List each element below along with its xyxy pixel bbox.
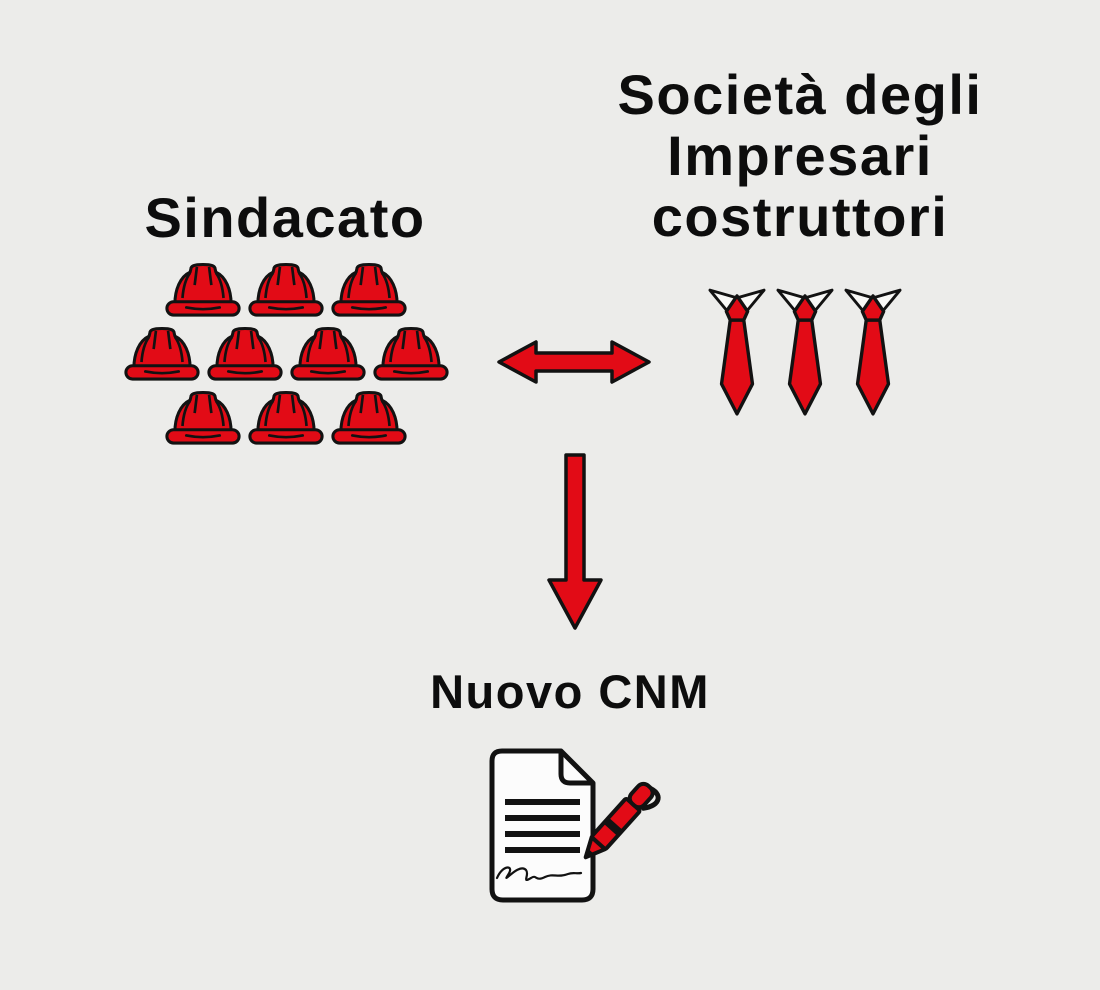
double-arrow-icon xyxy=(497,340,651,384)
down-arrow-icon xyxy=(547,453,603,630)
hat-row xyxy=(165,390,407,446)
hard-hat-icon xyxy=(165,263,241,317)
right-group-title-line: costruttori xyxy=(651,185,949,248)
hard-hat-icon xyxy=(331,391,407,445)
right-group-title-line: Impresari xyxy=(667,124,933,187)
hard-hat-icon xyxy=(248,263,324,317)
hard-hat-icon xyxy=(372,327,449,381)
hat-row xyxy=(165,262,407,318)
result-title: Nuovo CNM xyxy=(430,665,710,718)
hard-hat-icon xyxy=(165,391,241,445)
ties-group xyxy=(708,288,902,417)
hard-hat-icon xyxy=(331,263,407,317)
hard-hat-icon xyxy=(289,327,366,381)
hard-hats-group xyxy=(123,262,449,446)
signature-squiggle xyxy=(495,866,583,882)
hard-hat-icon xyxy=(206,327,283,381)
hard-hat-icon xyxy=(248,391,324,445)
signed-document-icon xyxy=(489,748,661,903)
left-group-title: Sindacato xyxy=(144,186,426,249)
hat-row xyxy=(123,326,449,382)
right-group-title: Società degli Impresari costruttori xyxy=(590,64,1010,247)
right-group-title-line: Società degli xyxy=(617,63,983,126)
tie-icon xyxy=(844,288,902,416)
tie-icon xyxy=(708,288,766,416)
hard-hat-icon xyxy=(123,327,200,381)
tie-icon xyxy=(776,288,834,416)
pen-icon xyxy=(583,781,661,860)
